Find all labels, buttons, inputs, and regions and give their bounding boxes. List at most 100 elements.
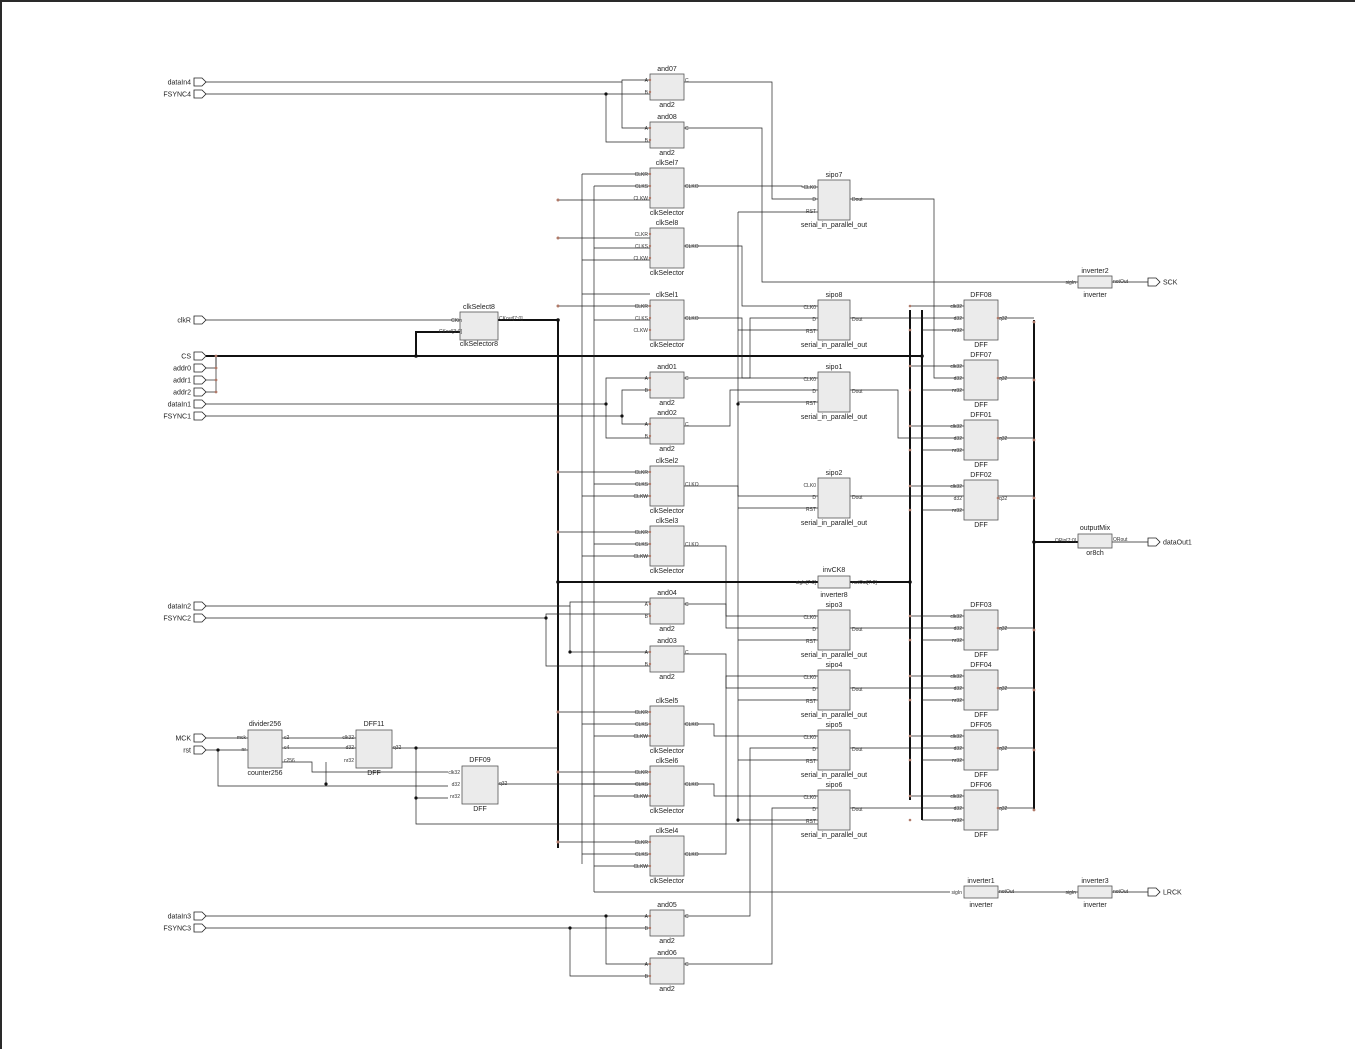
pin-label: C [685,376,689,382]
block-name: sipo7 [826,172,843,179]
port-label: SCK [1163,280,1178,287]
block-invck8[interactable]: invCK8 inverter8 sigIn[7:0] notOut[7:0] [796,567,878,599]
block-name: and04 [657,590,677,597]
pin-label: CLKR [635,840,649,846]
port-label: dataIn4 [168,80,191,87]
pin-label: nr32 [344,758,354,764]
block-type: inverter [969,902,993,909]
block-inverter3[interactable]: inverter3 inverter sigIn notOut [1065,878,1128,909]
block-dff11[interactable]: DFF11 DFF clk32 d32 nr32 q32 [342,721,401,777]
input-port-clkR[interactable]: clkR [177,315,207,325]
input-port-addr0[interactable]: addr0 [173,363,207,373]
block-inverter2[interactable]: inverter2 inverter sigIn notOut [1065,268,1128,299]
output-port-LRCK[interactable]: LRCK [1147,887,1182,897]
input-port-FSYNC4[interactable]: FSYNC4 [163,89,207,99]
pin-label: CLKS [635,542,649,548]
input-port-FSYNC2[interactable]: FSYNC2 [163,613,207,623]
bus-tap [556,304,560,308]
input-port-dataIn4[interactable]: dataIn4 [168,77,207,87]
input-port-dataIn2[interactable]: dataIn2 [168,601,207,611]
pin-label: CKout[7:0] [499,316,523,322]
block-dff09[interactable]: DFF09 DFF clk32 d32 nr32 q32 [448,757,507,813]
output-port-dataOut1[interactable]: dataOut1 [1147,537,1192,547]
block-type: clkSelector [650,748,685,755]
pin-label: CKin [451,318,462,324]
block-divider256[interactable]: divider256 counter256 mck nr c2 c4 c256 [237,721,295,777]
pin-label: q32 [393,745,402,751]
pin-label: Dout [852,197,863,203]
pin-label: CLK0 [803,377,816,383]
output-port-SCK[interactable]: SCK [1147,277,1178,287]
input-port-MCK[interactable]: MCK [175,733,207,743]
pin-label: q32 [999,436,1008,442]
block-outputmix[interactable]: outputMix or8ch ORin[7:0] ORout [1055,525,1128,557]
pin-label: A [645,962,649,968]
block-inverter1[interactable]: inverter1 inverter sigIn notOut [951,878,1014,909]
pin-label: d32 [954,746,963,752]
pin-label: C [685,962,689,968]
bus-tap [214,390,218,394]
pin-label: q32 [999,496,1008,502]
block-type: inverter8 [820,592,847,599]
input-port-rst[interactable]: rst [183,745,207,755]
pin-label: nr32 [952,638,962,644]
block-type: and2 [659,446,675,453]
block-name: DFF09 [469,757,491,764]
block-name: clkSel2 [656,458,679,465]
pin-label: c4 [284,745,290,751]
port-label: FSYNC1 [163,414,191,421]
input-port-dataIn1[interactable]: dataIn1 [168,399,207,409]
block-clkselect8[interactable]: clkSelect8 clkSelector8 CKin CKsel[3:0] … [439,304,523,348]
pin-label: CLKS [635,482,649,488]
pin-label: notOut [999,889,1015,895]
pin-label: d32 [954,626,963,632]
input-port-CS[interactable]: CS [181,351,207,361]
pin-label: q32 [999,806,1008,812]
pin-label: d32 [346,745,355,751]
block-type: DFF [473,806,487,813]
input-port-dataIn3[interactable]: dataIn3 [168,911,207,921]
bus-tap [1032,688,1036,692]
block-type: DFF [974,772,988,779]
input-port-FSYNC1[interactable]: FSYNC1 [163,411,207,421]
input-port-FSYNC3[interactable]: FSYNC3 [163,923,207,933]
bus-tap [556,840,560,844]
pin-label: sigIn[7:0] [796,580,817,586]
pin-label: clk32 [950,674,962,680]
pin-label: sigIn [1065,890,1076,896]
input-port-addr2[interactable]: addr2 [173,387,207,397]
input-port-addr1[interactable]: addr1 [173,375,207,385]
